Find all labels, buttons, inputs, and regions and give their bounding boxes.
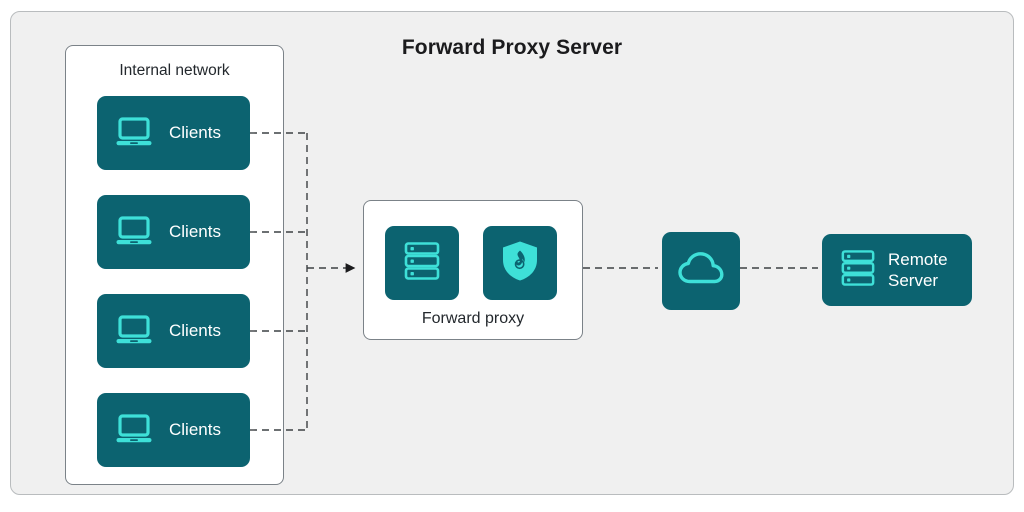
client-card-4[interactable]: Clients xyxy=(97,393,250,467)
client-label: Clients xyxy=(169,222,221,241)
server-rack-icon xyxy=(403,241,441,286)
laptop-icon xyxy=(116,315,156,347)
firewall-shield-icon xyxy=(501,240,539,287)
client-card-1[interactable]: Clients xyxy=(97,96,250,170)
client-label: Clients xyxy=(169,321,221,340)
proxy-firewall-tile[interactable] xyxy=(483,226,557,300)
client-card-3[interactable]: Clients xyxy=(97,294,250,368)
laptop-icon xyxy=(116,216,156,248)
client-label: Clients xyxy=(169,420,221,439)
page-title: Forward Proxy Server xyxy=(401,36,623,59)
proxy-server-tile[interactable] xyxy=(385,226,459,300)
remote-server-label-line2: Server xyxy=(888,271,939,290)
laptop-icon xyxy=(116,117,156,149)
internet-cloud-tile[interactable] xyxy=(662,232,740,310)
cloud-icon xyxy=(677,251,725,292)
client-card-2[interactable]: Clients xyxy=(97,195,250,269)
internal-network-label: Internal network xyxy=(119,62,230,79)
forward-proxy-label: Forward proxy xyxy=(421,310,525,327)
client-label: Clients xyxy=(169,123,221,142)
server-rack-icon xyxy=(840,249,876,292)
remote-server-label-line1: Remote xyxy=(888,249,948,269)
laptop-icon xyxy=(116,414,156,446)
